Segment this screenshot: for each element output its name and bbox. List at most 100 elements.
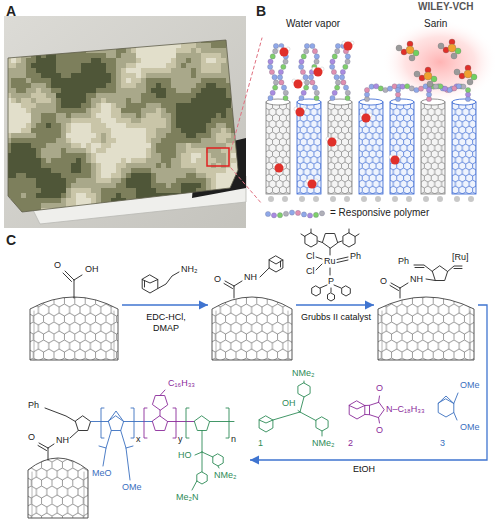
camo-cell <box>66 93 71 98</box>
sarin-atom <box>451 53 457 59</box>
camo-cell <box>76 128 81 133</box>
water-molecule <box>314 68 323 77</box>
counter-ion <box>375 196 381 202</box>
camo-cell <box>21 188 26 193</box>
camo-cell <box>141 58 146 63</box>
camo-cell <box>241 198 246 203</box>
camo-cell <box>46 133 51 138</box>
camo-cell <box>206 138 211 143</box>
camo-cell <box>126 48 131 53</box>
camo-cell <box>196 133 201 138</box>
camo-cell <box>156 98 161 103</box>
camo-cell <box>226 108 231 113</box>
camo-cell <box>51 98 56 103</box>
camo-cell <box>76 173 81 178</box>
camo-cell <box>66 68 71 73</box>
camo-cell <box>81 88 86 93</box>
camo-cell <box>166 138 171 143</box>
camo-cell <box>61 158 66 163</box>
camo-cell <box>76 58 81 63</box>
camo-cell <box>41 93 46 98</box>
camo-cell <box>131 183 136 188</box>
camo-cell <box>221 168 226 173</box>
camo-cell <box>141 153 146 158</box>
polymer-bead <box>313 212 318 217</box>
polymer-bead <box>312 85 317 90</box>
camo-cell <box>196 188 201 193</box>
camo-cell <box>146 198 151 203</box>
camo-cell <box>201 53 206 58</box>
camo-cell <box>136 203 141 208</box>
camo-cell <box>126 198 131 203</box>
camo-cell <box>161 133 166 138</box>
camo-cell <box>241 78 246 83</box>
camo-cell <box>6 113 11 118</box>
camo-cell <box>71 183 76 188</box>
camo-cell <box>26 103 31 108</box>
camo-cell <box>116 203 121 208</box>
camo-cell <box>116 108 121 113</box>
camo-cell <box>161 183 166 188</box>
camo-cell <box>211 88 216 93</box>
camo-cell <box>61 193 66 198</box>
amine-reagent <box>142 272 179 293</box>
camo-cell <box>76 143 81 148</box>
camouflage-fabric <box>6 38 246 218</box>
polymer-bead <box>273 80 278 85</box>
camo-cell <box>26 178 31 183</box>
camo-cell <box>186 153 191 158</box>
camo-cell <box>181 83 186 88</box>
camo-cell <box>56 43 61 48</box>
camo-cell <box>141 143 146 148</box>
camo-cell <box>11 83 16 88</box>
camo-cell <box>106 193 111 198</box>
polymer-bead <box>270 90 275 95</box>
camo-cell <box>141 173 146 178</box>
camo-cell <box>241 98 246 103</box>
camo-cell <box>191 208 196 213</box>
camo-cell <box>156 148 161 153</box>
camo-cell <box>166 153 171 158</box>
camo-cell <box>221 193 226 198</box>
camo-cell <box>81 118 86 123</box>
camo-cell <box>126 143 131 148</box>
camo-cell <box>241 158 246 163</box>
camo-cell <box>241 118 246 123</box>
camo-cell <box>91 98 96 103</box>
camo-cell <box>226 168 231 173</box>
camo-cell <box>241 138 246 143</box>
camo-cell <box>6 73 11 78</box>
camo-cell <box>216 193 221 198</box>
camo-cell <box>41 198 46 203</box>
camo-cell <box>211 98 216 103</box>
camo-cell <box>206 53 211 58</box>
monomer-3 <box>438 393 458 420</box>
camo-cell <box>111 63 116 68</box>
camo-cell <box>176 213 181 218</box>
camo-cell <box>146 178 151 183</box>
camo-cell <box>121 183 126 188</box>
camo-cell <box>126 73 131 78</box>
camo-cell <box>106 118 111 123</box>
camo-cell <box>76 43 81 48</box>
camo-cell <box>131 68 136 73</box>
camo-cell <box>26 48 31 53</box>
camo-cell <box>56 183 61 188</box>
camo-cell <box>131 83 136 88</box>
camo-cell <box>46 88 51 93</box>
camo-cell <box>241 73 246 78</box>
camo-cell <box>36 123 41 128</box>
polymer-bead <box>405 84 410 89</box>
camo-cell <box>86 173 91 178</box>
camo-cell <box>186 108 191 113</box>
camo-cell <box>121 93 126 98</box>
nanotube-lattice <box>28 458 88 518</box>
polymer-bead <box>335 85 340 90</box>
camo-cell <box>126 43 131 48</box>
camo-cell <box>96 213 101 218</box>
camo-cell <box>26 68 31 73</box>
camo-cell <box>221 128 226 133</box>
camo-cell <box>161 213 166 218</box>
camo-cell <box>31 183 36 188</box>
camo-cell <box>91 73 96 78</box>
